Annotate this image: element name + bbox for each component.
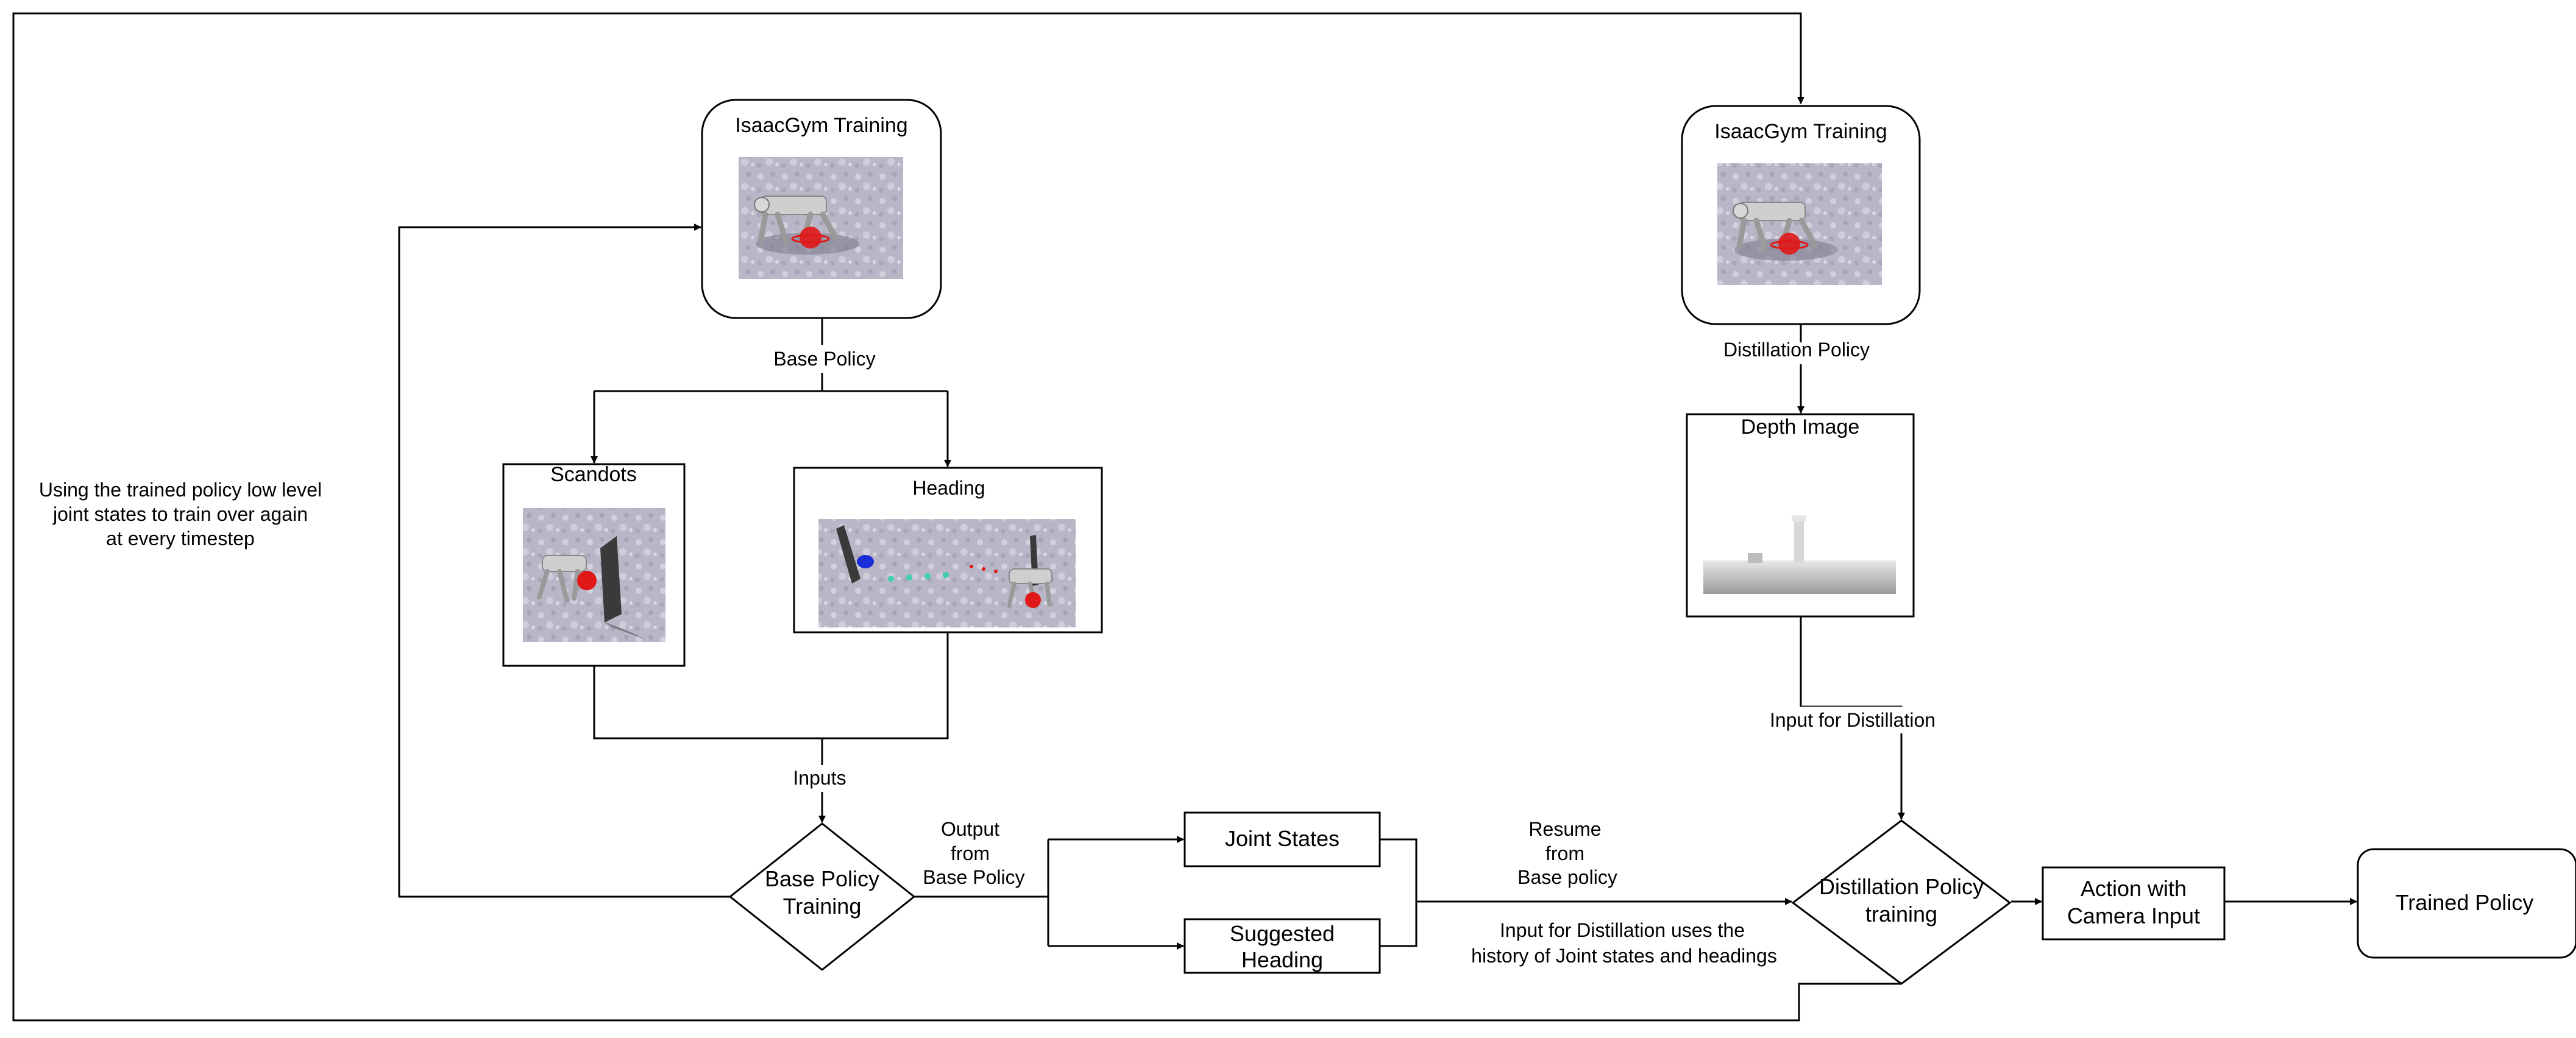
action-camera-line2: Camera Input	[2067, 903, 2200, 928]
scandots-merge-edge	[593, 632, 949, 740]
svg-text:Base Policy: Base Policy	[923, 866, 1024, 888]
distillation-policy-edge-label: Distillation Policy	[1723, 339, 1870, 361]
depth-map-image	[1703, 515, 1896, 594]
isaac-right-title: IsaacGym Training	[1714, 120, 1887, 143]
depth-image-node: Depth Image	[1686, 413, 1915, 618]
resume-edge-label: Resume from Base policy	[1517, 818, 1617, 888]
svg-text:Input for Distillation uses: Input for Distillation uses the	[1500, 919, 1745, 941]
svg-text:at every timestep: at every timestep	[106, 528, 255, 549]
retrain-loop-edge	[398, 224, 730, 898]
isaac-training-node-right: IsaacGym Training	[1681, 105, 1921, 325]
svg-text:Inputs: Inputs	[793, 767, 846, 789]
base-training-line2: Training	[783, 894, 862, 919]
joint-states-out-edge	[1380, 838, 1418, 947]
isaac-left-title: IsaacGym Training	[735, 114, 907, 137]
joint-states-node: Joint States	[1183, 811, 1381, 867]
depth-title: Depth Image	[1741, 415, 1860, 439]
inputs-edge-label: Inputs	[786, 765, 853, 792]
scandots-title: Scandots	[550, 463, 637, 486]
scandots-image	[523, 508, 665, 642]
svg-text:Base Policy: Base Policy	[773, 348, 875, 370]
feedback-annotation: Using the trained policy low level joint…	[39, 479, 322, 549]
base-policy-training-decision: Base Policy Training	[728, 822, 916, 971]
suggested-heading-line1: Suggested	[1230, 921, 1335, 946]
heading-image	[818, 519, 1076, 627]
distillation-policy-training-decision: Distillation Policy training	[1791, 819, 2012, 985]
svg-text:Input for Distillation: Input for Distillation	[1770, 709, 1936, 731]
trained-policy-title: Trained Policy	[2396, 890, 2534, 915]
svg-text:Base policy: Base policy	[1517, 866, 1617, 888]
scandots-node: Scandots	[502, 463, 686, 667]
suggested-heading-node: Suggested Heading	[1183, 918, 1381, 974]
svg-text:Resume: Resume	[1528, 818, 1601, 840]
svg-text:history of Joint states and he: history of Joint states and headings	[1471, 945, 1777, 967]
distill-training-line2: training	[1865, 902, 1937, 927]
svg-text:from: from	[951, 842, 990, 864]
robot-terrain-image	[739, 157, 903, 279]
action-camera-node: Action with Camera Input	[2042, 866, 2226, 941]
svg-text:Output: Output	[941, 818, 999, 840]
isaac-training-node-left: IsaacGym Training	[701, 99, 942, 319]
base-policy-edge-label: Base Policy	[762, 345, 884, 373]
svg-text:Distillation Policy: Distillation Policy	[1723, 339, 1870, 361]
svg-text:Using the trained policy low l: Using the trained policy low level	[39, 479, 322, 501]
base-training-line1: Base Policy	[765, 866, 879, 891]
joint-states-title: Joint States	[1225, 826, 1339, 851]
action-camera-line1: Action with	[2081, 876, 2187, 901]
heading-node: Heading	[793, 467, 1103, 634]
heading-title: Heading	[912, 477, 985, 499]
output-edge-label: Output from Base Policy	[923, 818, 1024, 888]
outer-feedback-edge	[12, 12, 1901, 1022]
suggested-heading-line2: Heading	[1241, 947, 1323, 972]
svg-text:from: from	[1545, 842, 1584, 864]
distillation-history-note: Input for Distillation uses the history …	[1471, 919, 1777, 967]
distill-training-line1: Distillation Policy	[1819, 874, 1984, 899]
svg-text:joint states to train over aga: joint states to train over again	[52, 503, 308, 525]
robot-terrain-image	[1717, 163, 1882, 285]
input-for-distillation-edge-label: Input for Distillation	[1761, 707, 1938, 733]
trained-policy-node: Trained Policy	[2357, 848, 2576, 959]
